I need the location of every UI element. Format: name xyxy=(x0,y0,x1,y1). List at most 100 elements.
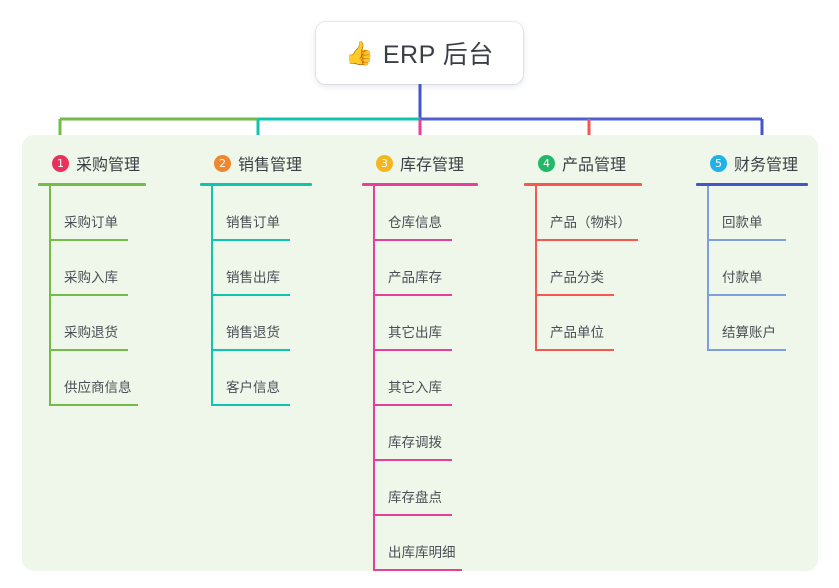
module-item-label: 销售退货 xyxy=(226,325,280,340)
module-item-label: 采购订单 xyxy=(64,215,118,230)
module-item[interactable]: 采购订单 xyxy=(38,186,146,241)
module-item-underline xyxy=(374,569,462,571)
module-item-label: 产品（物料） xyxy=(550,215,631,230)
module-title: 销售管理 xyxy=(238,157,303,174)
module-item[interactable]: 出库库明细 xyxy=(362,516,478,571)
module-item-underline xyxy=(212,349,290,351)
module-item-underline xyxy=(212,404,290,406)
module-title: 采购管理 xyxy=(76,157,141,174)
module-spine xyxy=(535,186,537,351)
module-item-label: 产品库存 xyxy=(388,270,442,285)
module-item-underline xyxy=(374,514,452,516)
module-item-underline xyxy=(708,239,786,241)
module-item-list: 产品（物料） 产品分类产品单位 xyxy=(524,186,642,351)
module-item-underline xyxy=(536,349,614,351)
module-item-label: 客户信息 xyxy=(226,380,280,395)
module-item-label: 销售出库 xyxy=(226,270,280,285)
module-title: 库存管理 xyxy=(400,157,465,174)
module-item[interactable]: 产品分类 xyxy=(524,241,642,296)
module-header-4[interactable]: 4 产品管理 xyxy=(524,148,642,178)
module-item[interactable]: 客户信息 xyxy=(200,351,312,406)
module-header-5[interactable]: 5 财务管理 xyxy=(696,148,808,178)
module-item[interactable]: 销售退货 xyxy=(200,296,312,351)
module-item[interactable]: 库存盘点 xyxy=(362,461,478,516)
module-item[interactable]: 产品库存 xyxy=(362,241,478,296)
module-header-3[interactable]: 3 库存管理 xyxy=(362,148,478,178)
module-item-label: 库存盘点 xyxy=(388,490,442,505)
module-number-badge: 4 xyxy=(538,154,555,172)
module-spine xyxy=(49,186,51,406)
module-header-rule xyxy=(200,183,312,186)
module-number-badge: 2 xyxy=(214,154,231,172)
module-item-list: 回款单付款单结算账户 xyxy=(696,186,808,351)
module-item-list: 仓库信息产品库存其它出库其它入库库存调拨库存盘点出库库明细 xyxy=(362,186,478,571)
page-title: ERP 后台 xyxy=(382,41,494,69)
module-item[interactable]: 采购入库 xyxy=(38,241,146,296)
module-item-underline xyxy=(50,294,128,296)
module-item-label: 回款单 xyxy=(722,215,763,230)
module-item-label: 采购入库 xyxy=(64,270,118,285)
module-item-underline xyxy=(374,404,452,406)
module-item-underline xyxy=(50,404,138,406)
module-header-2[interactable]: 2 销售管理 xyxy=(200,148,312,178)
module-header-rule xyxy=(362,183,478,186)
module-item-underline xyxy=(708,294,786,296)
module-item-label: 结算账户 xyxy=(722,325,776,340)
module-spine xyxy=(211,186,213,406)
module-item[interactable]: 付款单 xyxy=(696,241,808,296)
module-header-rule xyxy=(524,183,642,186)
module-item-label: 库存调拨 xyxy=(388,435,442,450)
module-item-label: 销售订单 xyxy=(226,215,280,230)
module-item[interactable]: 供应商信息 xyxy=(38,351,146,406)
module-item-list: 销售订单销售出库销售退货客户信息 xyxy=(200,186,312,406)
module-column: 4 产品管理产品（物料） 产品分类产品单位 xyxy=(524,148,642,351)
module-item-underline xyxy=(374,459,452,461)
module-item-label: 产品单位 xyxy=(550,325,604,340)
module-item[interactable]: 采购退货 xyxy=(38,296,146,351)
module-column: 2 销售管理销售订单销售出库销售退货客户信息 xyxy=(200,148,312,406)
module-item[interactable]: 销售出库 xyxy=(200,241,312,296)
module-item[interactable]: 产品（物料） xyxy=(524,186,642,241)
module-title: 产品管理 xyxy=(562,157,627,174)
module-item[interactable]: 库存调拨 xyxy=(362,406,478,461)
module-item-underline xyxy=(50,239,128,241)
root-title-card[interactable]: 👍 ERP 后台 xyxy=(316,22,523,84)
module-item-label: 采购退货 xyxy=(64,325,118,340)
module-item-underline xyxy=(50,349,128,351)
module-item[interactable]: 结算账户 xyxy=(696,296,808,351)
module-item-underline xyxy=(536,294,614,296)
module-item-label: 其它入库 xyxy=(388,380,442,395)
module-header-rule xyxy=(38,183,146,186)
modules-panel xyxy=(22,135,818,571)
module-spine xyxy=(707,186,709,351)
module-number-badge: 3 xyxy=(376,154,393,172)
module-item-underline xyxy=(536,239,638,241)
module-column: 5 财务管理回款单付款单结算账户 xyxy=(696,148,808,351)
module-item[interactable]: 其它出库 xyxy=(362,296,478,351)
module-item-label: 付款单 xyxy=(722,270,763,285)
module-item[interactable]: 仓库信息 xyxy=(362,186,478,241)
thumbs-up-icon: 👍 xyxy=(345,39,374,66)
module-item[interactable]: 其它入库 xyxy=(362,351,478,406)
module-item-label: 其它出库 xyxy=(388,325,442,340)
module-item-underline xyxy=(374,349,452,351)
module-header-rule xyxy=(696,183,808,186)
module-number-badge: 5 xyxy=(710,154,727,172)
module-item-underline xyxy=(374,239,452,241)
module-item-underline xyxy=(212,294,290,296)
module-spine xyxy=(373,186,375,571)
module-item-list: 采购订单采购入库采购退货供应商信息 xyxy=(38,186,146,406)
module-item[interactable]: 产品单位 xyxy=(524,296,642,351)
module-item-label: 出库库明细 xyxy=(388,545,456,560)
module-item[interactable]: 销售订单 xyxy=(200,186,312,241)
module-title: 财务管理 xyxy=(734,157,799,174)
module-column: 3 库存管理仓库信息产品库存其它出库其它入库库存调拨库存盘点出库库明细 xyxy=(362,148,478,571)
module-item[interactable]: 回款单 xyxy=(696,186,808,241)
module-item-underline xyxy=(374,294,452,296)
module-item-label: 仓库信息 xyxy=(388,215,442,230)
module-item-label: 供应商信息 xyxy=(64,380,132,395)
module-item-underline xyxy=(212,239,290,241)
module-item-underline xyxy=(708,349,786,351)
